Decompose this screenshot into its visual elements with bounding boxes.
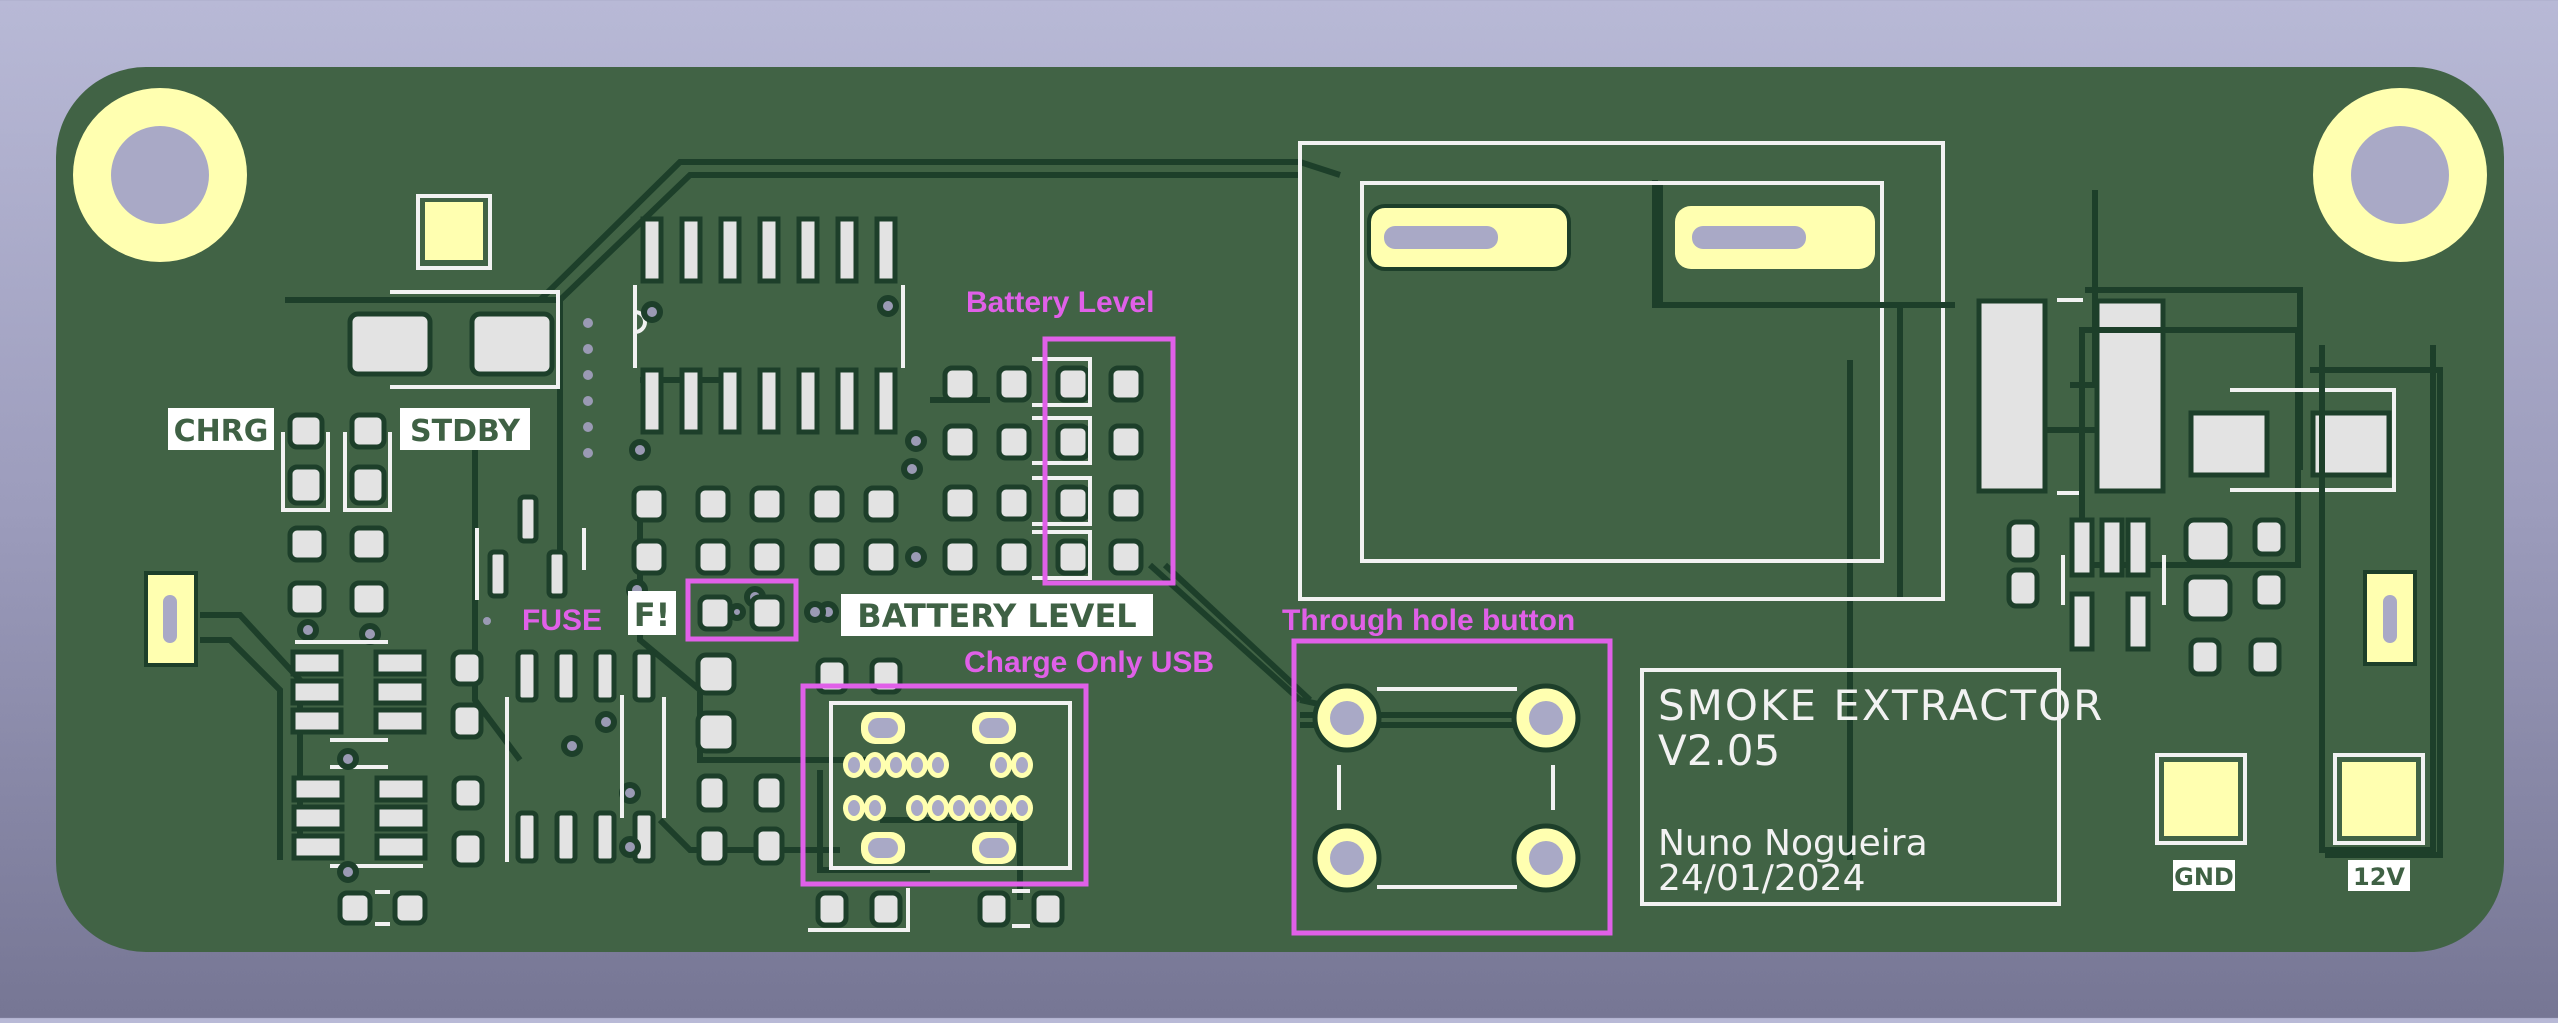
edge-pad-left xyxy=(144,571,198,667)
battery-level-silk-text: BATTERY LEVEL xyxy=(857,597,1136,635)
passive-grid-middle xyxy=(626,485,899,623)
stdby-text: STDBY xyxy=(410,414,521,449)
mosfet-dual-1 xyxy=(290,640,427,742)
chrg-label: CHRG xyxy=(168,408,274,450)
inductor-and-diode xyxy=(1976,298,2396,568)
charge-only-usb-annotation: Charge Only USB xyxy=(964,646,1214,679)
transistor-q1 xyxy=(475,494,586,625)
fuse-annotation: FUSE xyxy=(522,604,602,637)
stdby-label: STDBY xyxy=(400,408,530,450)
terminal-gnd: GND xyxy=(2155,753,2247,891)
test-pad-top xyxy=(416,194,492,270)
mosfet-dual-2 xyxy=(291,748,428,883)
fuse-ref-label: F! xyxy=(628,591,676,635)
mounting-hole-top-left xyxy=(73,88,247,262)
charger-diode-block xyxy=(347,290,593,458)
title-block: SMOKE EXTRACTOR V2.05 Nuno Nogueira 24/0… xyxy=(1640,668,2104,906)
battery-holder xyxy=(1298,141,1955,601)
battery-level-silk-label: BATTERY LEVEL xyxy=(841,594,1153,636)
resistor-stdby xyxy=(349,525,389,645)
battery-level-annotation: Battery Level xyxy=(966,286,1154,319)
gnd-text: GND xyxy=(2174,863,2234,891)
usb-c-connector xyxy=(800,683,1089,887)
usb-cc-resistors xyxy=(808,888,1065,932)
mounting-hole-top-right xyxy=(2313,88,2487,262)
battery-level-leds xyxy=(1032,336,1176,586)
v12-text: 12V xyxy=(2353,863,2405,891)
fuse-ref-text: F! xyxy=(634,596,670,634)
capacitor-left-col xyxy=(450,649,485,868)
terminal-12v: 12V xyxy=(2319,345,2436,891)
capacitor-bottom-left xyxy=(337,890,428,926)
boost-regulator xyxy=(2006,517,2286,677)
title-date: 24/01/2024 xyxy=(1658,858,1866,899)
led-stdby xyxy=(343,412,392,512)
soic-14-ic xyxy=(629,216,905,461)
edge-pad-right xyxy=(2363,570,2417,666)
usb-c-pin-row-bottom xyxy=(843,795,1033,821)
chrg-text: CHRG xyxy=(174,414,269,449)
through-hole-button-annotation: Through hole button xyxy=(1282,604,1575,637)
fuse xyxy=(685,578,826,642)
title-line-2: V2.05 xyxy=(1658,726,1780,775)
usb-c-pin-row-top xyxy=(843,752,1033,778)
battery-level-resistors xyxy=(901,365,1032,576)
pcb-board xyxy=(56,67,2504,952)
title-author: Nuno Nogueira xyxy=(1658,823,1928,864)
led-chrg xyxy=(281,412,330,512)
resistor-chrg xyxy=(287,525,327,641)
title-line-1: SMOKE EXTRACTOR xyxy=(1658,681,2104,730)
through-hole-button xyxy=(1291,638,1613,936)
soic-8-left xyxy=(505,649,666,864)
capacitor-column-middle xyxy=(619,652,785,866)
